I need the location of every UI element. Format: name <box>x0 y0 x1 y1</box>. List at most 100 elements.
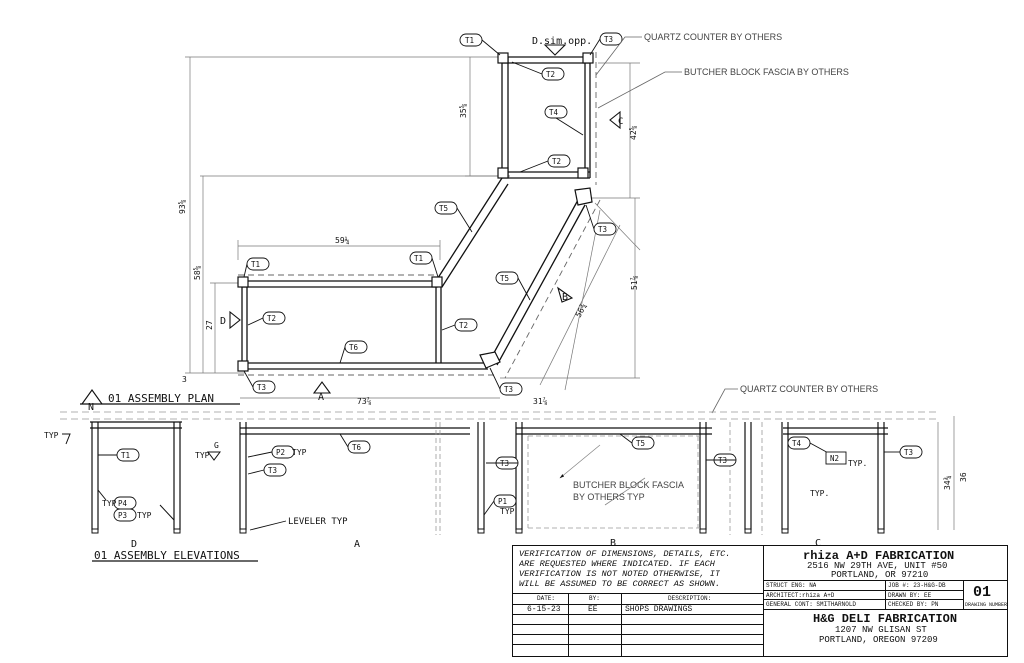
note-butcher-elev-1: BUTCHER BLOCK FASCIA <box>573 480 684 490</box>
plan-title: 01 ASSEMBLY PLAN <box>108 392 214 405</box>
dim-diag-len: 56¾ <box>574 302 589 319</box>
svg-text:TYP.: TYP. <box>848 459 867 468</box>
verification-line-4: WILL BE ASSUMED TO BE CORRECT AS SHOWN. <box>519 579 721 589</box>
leveler-note: LEVELER TYP <box>288 517 348 527</box>
svg-text:T3: T3 <box>500 459 509 468</box>
plan-dimension-lines <box>185 56 641 399</box>
plan-corner-blocks <box>237 52 594 372</box>
svg-text:G: G <box>214 441 219 450</box>
svg-text:TYP: TYP <box>292 448 307 457</box>
svg-text:T1: T1 <box>414 254 423 263</box>
note-quartz-plan: QUARTZ COUNTER BY OTHERS <box>644 32 782 42</box>
firm-name: rhiza A+D FABRICATION <box>803 549 955 563</box>
svg-text:T3: T3 <box>598 225 607 234</box>
verification-line-3: VERIFICATION IS NOT NOTED OTHERWISE, IT <box>519 569 721 579</box>
row-by: EE <box>588 605 598 614</box>
col-desc: DESCRIPTION: <box>668 595 712 602</box>
verification-line-2: ARE REQUESTED WHERE INDICATED. IF EACH <box>519 559 715 569</box>
title-block: VERIFICATION OF DIMENSIONS, DETAILS, ETC… <box>512 545 1008 657</box>
dim-diag-depth: 51⅞ <box>630 275 639 290</box>
svg-text:T3: T3 <box>718 456 727 465</box>
note-leaders <box>595 36 738 414</box>
svg-text:T6: T6 <box>352 443 362 452</box>
svg-text:T5: T5 <box>500 274 509 283</box>
svg-text:T4: T4 <box>549 108 559 117</box>
plan-frame <box>241 56 591 370</box>
note-butcher-plan: BUTCHER BLOCK FASCIA BY OTHERS <box>684 67 849 77</box>
svg-text:T3: T3 <box>504 385 513 394</box>
struct-eng: STRUCT ENG: NA <box>766 582 817 589</box>
elevation-frames <box>90 421 888 530</box>
elev-label-b: B <box>610 538 616 549</box>
col-by: BY: <box>589 595 600 602</box>
leveler-leader <box>249 520 287 531</box>
plan-view-markers <box>229 44 621 394</box>
elevation-tags <box>98 433 923 522</box>
plan-tags <box>243 32 623 396</box>
elevation-dimension-lines <box>937 416 955 530</box>
svg-text:TYP.: TYP. <box>810 489 829 498</box>
svg-text:T3: T3 <box>268 466 277 475</box>
svg-text:T1: T1 <box>465 36 474 45</box>
svg-text:T5: T5 <box>439 204 448 213</box>
svg-text:N2: N2 <box>830 454 839 463</box>
job-number: JOB #: 23-H&G-DB <box>888 582 946 589</box>
plan-tag-labels: T1 T3 T2 T4 T2 T5 T3 T1 T1 T5 T2 T2 T6 T… <box>251 35 613 394</box>
firm-address-2: PORTLAND, OR 97210 <box>831 570 929 580</box>
elev-label-d: D <box>131 539 137 550</box>
architect: ARCHITECT:rhiza A+D <box>766 592 835 599</box>
drawn-by: DRAWN BY: EE <box>888 592 932 599</box>
dim-bottom-right: 31⅞ <box>533 397 548 406</box>
dim-h1: 34¾ <box>943 475 952 490</box>
svg-text:TYP: TYP <box>137 511 152 520</box>
note-quartz-elev: QUARTZ COUNTER BY OTHERS <box>740 384 878 394</box>
note-butcher-elev-2: BY OTHERS TYP <box>573 492 645 502</box>
dim-inner-depth: 27 <box>205 320 214 330</box>
elev-label-a: A <box>354 539 360 550</box>
dim-top-width: 59¼ <box>335 236 350 245</box>
project-name: H&G DELI FABRICATION <box>813 612 958 626</box>
elevation-counter <box>60 411 940 420</box>
elevation-typ-notes: TYP TYP TYP TYP TYP TYP TYP. TYP. G <box>44 431 867 520</box>
plan-counter-outline <box>238 52 601 379</box>
svg-text:T5: T5 <box>636 439 645 448</box>
verification-line-1: VERIFICATION OF DIMENSIONS, DETAILS, ETC… <box>519 549 731 559</box>
view-c-label: C <box>618 117 623 127</box>
elevation-markers <box>62 433 221 461</box>
svg-text:TYP: TYP <box>102 499 117 508</box>
general-contractor: GENERAL CONT: SMITHARNOLD <box>766 601 857 608</box>
svg-text:T2: T2 <box>546 70 555 79</box>
svg-text:T3: T3 <box>904 448 913 457</box>
svg-text:P3: P3 <box>118 511 127 520</box>
firm-address-1: 2516 NW 29TH AVE, UNIT #50 <box>807 561 948 571</box>
svg-text:T4: T4 <box>792 439 802 448</box>
view-a-label: A <box>318 392 324 403</box>
plan-dimension-text: 93⅝ 35⅝ 58⅝ 27 3 59¼ 73⅞ 51⅞ 56¾ 42⅝ 31⅞ <box>178 103 639 406</box>
svg-text:T2: T2 <box>267 314 276 323</box>
view-b-label: B <box>562 292 568 303</box>
dim-overall-depth: 93⅝ <box>178 199 187 214</box>
dim-left-depth: 58⅝ <box>193 265 202 280</box>
svg-text:P4: P4 <box>118 499 128 508</box>
dim-right: 42⅝ <box>629 125 638 140</box>
drawing-number-label: DRAWING NUMBER <box>965 602 1008 608</box>
row-date: 6-15-23 <box>527 605 561 614</box>
levelers <box>91 528 885 534</box>
elevation-tag-labels: T1 P4 P3 P2 T3 T6 T3 T5 P1 T3 T4 T3 N2 <box>118 439 913 520</box>
checked-by: CHECKED BY: PN <box>888 601 939 608</box>
elevation-title: 01 ASSEMBLY ELEVATIONS <box>94 549 240 562</box>
dim-top-depth: 35⅝ <box>459 103 468 118</box>
dim-h2: 36 <box>959 472 968 482</box>
north-label: N <box>88 402 94 413</box>
dim-small: 3 <box>182 375 187 384</box>
elev-label-c: C <box>815 538 821 549</box>
svg-text:TYP: TYP <box>44 431 59 440</box>
svg-text:P2: P2 <box>276 448 285 457</box>
view-label-dsim: D.sim.opp. <box>532 36 592 47</box>
col-date: DATE: <box>537 595 556 602</box>
svg-text:TYP: TYP <box>195 451 210 460</box>
svg-text:T3: T3 <box>257 383 266 392</box>
fascia-arrows <box>559 444 646 506</box>
svg-text:T3: T3 <box>604 35 613 44</box>
